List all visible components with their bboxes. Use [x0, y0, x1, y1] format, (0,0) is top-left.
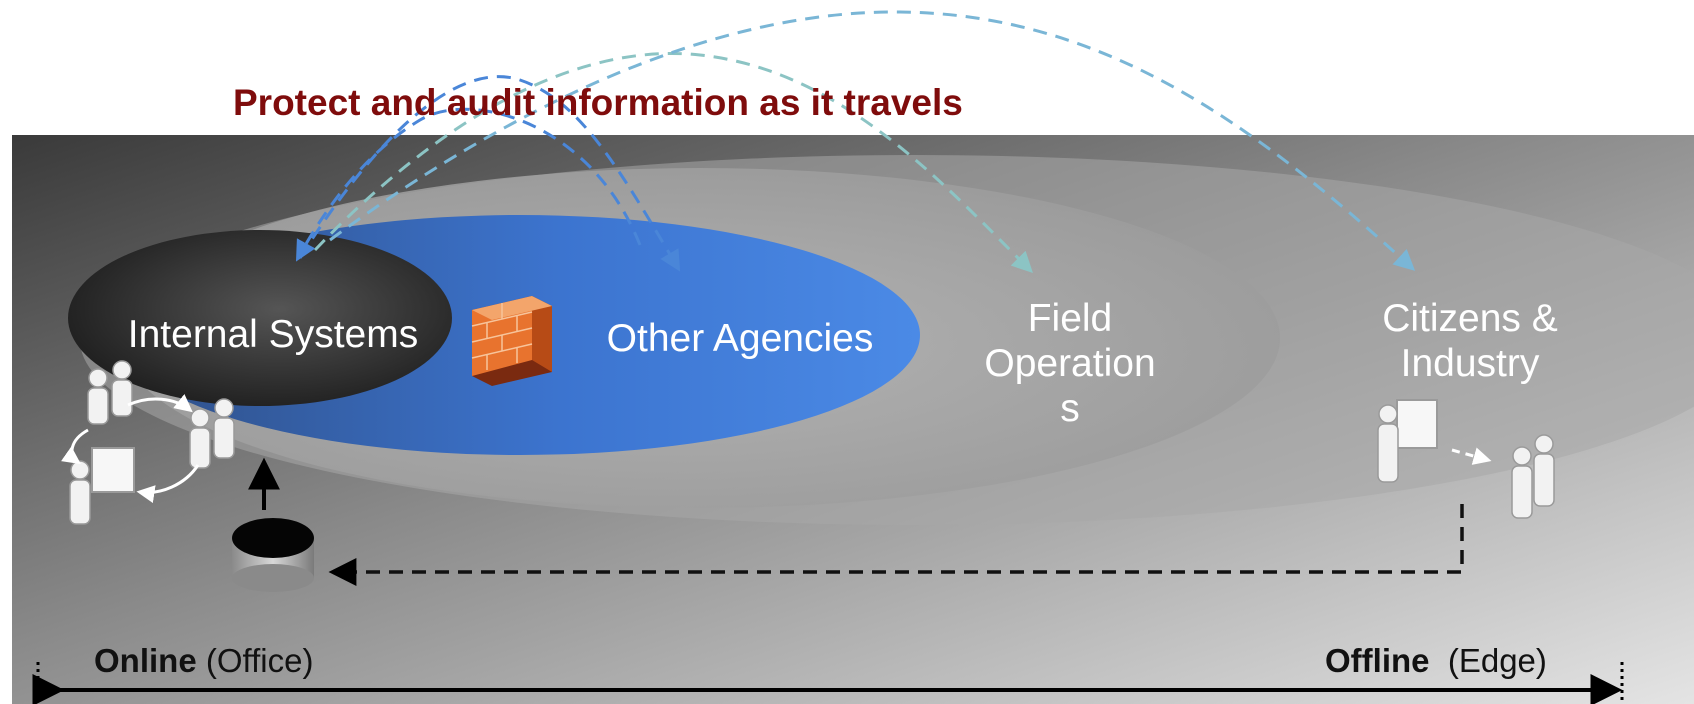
people-icon — [87, 360, 133, 425]
diagram-title: Protect and audit information as it trav… — [233, 82, 963, 123]
people-icon — [189, 398, 235, 469]
presenter-icon — [1377, 399, 1438, 483]
arc-to-other-agencies — [298, 75, 681, 272]
presenter-icon — [69, 447, 135, 525]
zone-label-internal-systems: Internal Systems — [127, 313, 419, 356]
zone-label-other-agencies: Other Agencies — [606, 317, 874, 360]
zone-label-citizens-industry: Citizens & Industry — [1382, 297, 1558, 385]
arc-to-citizens — [329, 10, 1416, 271]
citizen-flow-arrow — [1451, 447, 1492, 465]
flow-arrow — [127, 393, 193, 413]
people-icon — [1511, 434, 1555, 519]
database-icon — [232, 518, 314, 592]
axis-online-rest: (Office) — [205, 642, 314, 679]
axis-label-offline: Offline (Edge) — [1325, 642, 1547, 680]
internal-systems-zone — [68, 230, 452, 406]
zone-label-field-operations: Field Operation s — [984, 297, 1156, 430]
axis-offline-bold: Offline — [1325, 642, 1430, 679]
arc-return — [295, 107, 642, 262]
flow-arrow — [61, 428, 89, 465]
firewall-icon — [471, 296, 552, 386]
axis-label-online: Online (Office) — [94, 642, 313, 680]
arc-to-field-operations — [313, 52, 1033, 273]
axis-offline-rest: (Edge) — [1447, 642, 1547, 679]
flow-arrow — [136, 464, 200, 504]
axis-online-bold: Online — [94, 642, 197, 679]
